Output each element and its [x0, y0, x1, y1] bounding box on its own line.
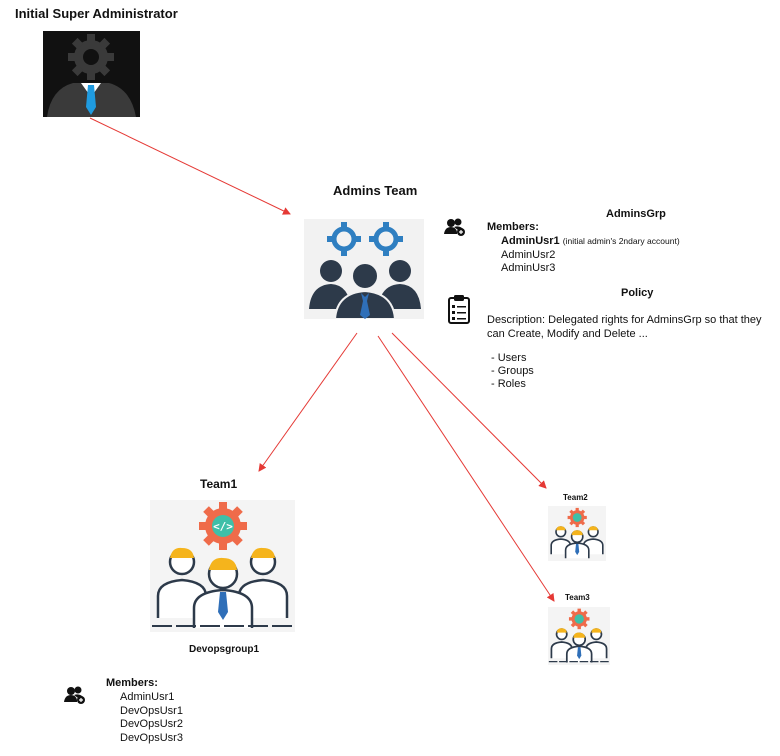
- team1-group-icon: [64, 686, 86, 704]
- arrow-admins-to-team3: [377, 335, 555, 602]
- admins-member-1-note: (initial admin's 2ndary account): [562, 236, 680, 246]
- team2-icon: [548, 506, 606, 561]
- team1-member-1: AdminUsr1: [120, 691, 175, 703]
- arrow-admins-to-team1: [258, 332, 358, 472]
- arrow-super-to-admins: [89, 117, 291, 215]
- team1-member-3: DevOpsUsr2: [120, 718, 183, 730]
- team1-icon: </>: [150, 500, 295, 632]
- clipboard-icon: [447, 294, 471, 324]
- admins-member-1-name: AdminUsr1: [501, 235, 560, 247]
- admins-team-icon: [304, 219, 424, 320]
- admins-members-label: Members:: [487, 221, 539, 233]
- policy-item-users: Users: [491, 352, 534, 365]
- policy-items: Users Groups Roles: [491, 352, 534, 391]
- admins-member-1: AdminUsr1 (initial admin's 2ndary accoun…: [501, 235, 680, 247]
- svg-text:</>: </>: [213, 520, 233, 533]
- admins-group-name: AdminsGrp: [606, 208, 666, 220]
- arrow-admins-to-team2: [391, 332, 547, 489]
- team1-member-4: DevOpsUsr3: [120, 731, 183, 744]
- group-icon: [444, 218, 466, 236]
- admins-member-3: AdminUsr3: [501, 262, 556, 274]
- policy-description: Description: Delegated rights for Admins…: [487, 314, 762, 340]
- team1-members: AdminUsr1 DevOpsUsr1 DevOpsUsr2 DevOpsUs…: [120, 691, 183, 745]
- team3-title: Team3: [565, 593, 590, 602]
- team1-member-2: DevOpsUsr1: [120, 704, 183, 717]
- team1-title: Team1: [200, 477, 238, 491]
- policy-title: Policy: [621, 287, 654, 299]
- team1-group-name: Devopsgroup1: [189, 644, 260, 655]
- team3-icon: [548, 607, 610, 665]
- super-admin-title: Initial Super Administrator: [15, 6, 178, 21]
- super-admin-icon: [43, 31, 140, 117]
- policy-item-roles: Roles: [491, 378, 534, 391]
- admins-member-2: AdminUsr2: [501, 249, 556, 261]
- policy-item-groups: Groups: [491, 365, 534, 378]
- team2-title: Team2: [563, 493, 588, 502]
- team1-members-label: Members:: [106, 677, 158, 689]
- admins-team-title: Admins Team: [333, 183, 418, 198]
